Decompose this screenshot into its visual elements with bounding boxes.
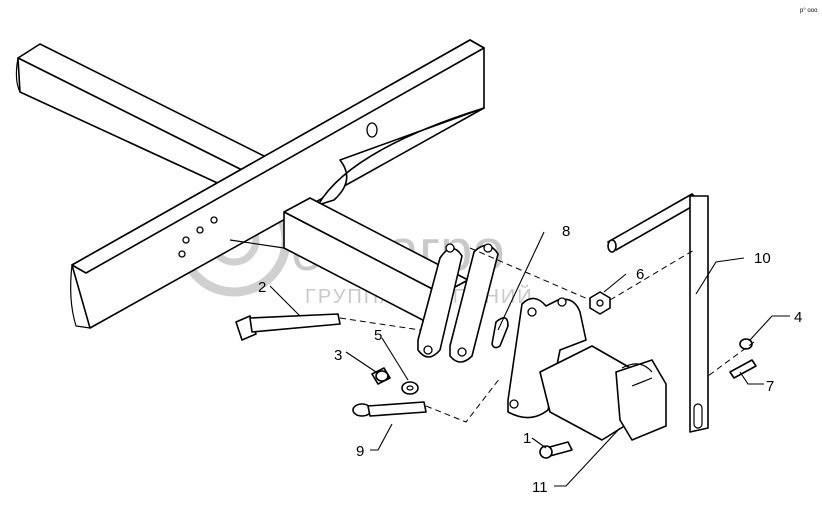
nut: [589, 291, 611, 315]
hitch-pin: [352, 401, 427, 417]
long-bolt: [235, 313, 341, 341]
callout-4: 4: [794, 309, 802, 326]
leader-lines: [269, 231, 790, 487]
clevis-bracket: [507, 297, 667, 441]
crossbar-beam: [70, 39, 485, 329]
callout-2: 2: [258, 279, 266, 296]
lock-washer: [739, 338, 753, 350]
callout-9: 9: [356, 443, 364, 460]
assembly-lines: [339, 247, 755, 423]
callouts: 1 2 3 4 5 6 7 8 9 10 11: [258, 223, 802, 496]
split-pin: [729, 359, 757, 379]
callout-6: 6: [636, 266, 644, 283]
corner-note: p° ooo: [800, 8, 818, 14]
callout-1: 1: [523, 430, 531, 447]
lever-rod: [607, 193, 709, 433]
bolt-lower: [539, 441, 573, 459]
r-clip: [491, 317, 509, 349]
hitch-plates: [417, 243, 499, 363]
bolt-small: [371, 367, 391, 385]
callout-5: 5: [374, 327, 382, 344]
callout-8: 8: [562, 223, 570, 240]
callout-3: 3: [334, 347, 342, 364]
callout-11: 11: [532, 479, 548, 496]
callout-10: 10: [754, 250, 771, 267]
callout-7: 7: [766, 378, 774, 395]
washer: [401, 381, 419, 395]
